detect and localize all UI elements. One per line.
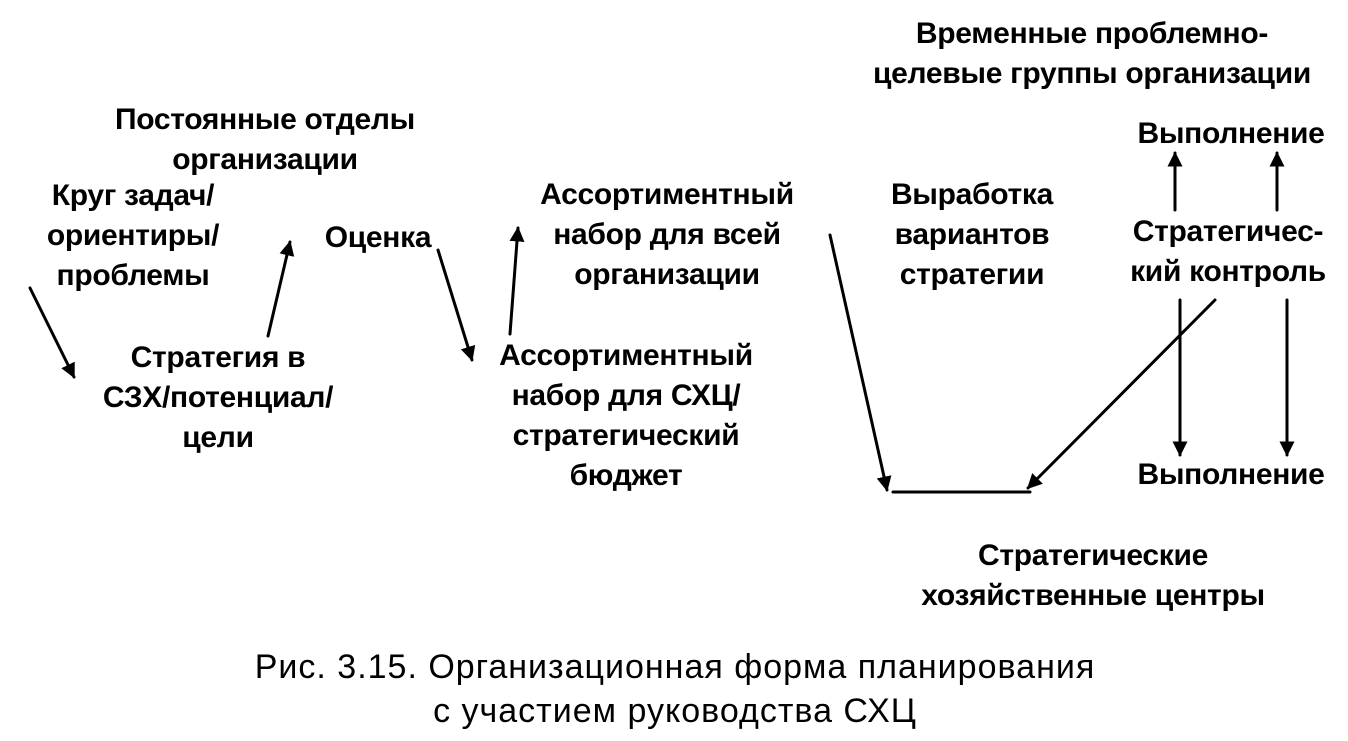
label-task-range: Круг задач/ ориентиры/ проблемы xyxy=(46,179,220,292)
label-assortment-all: Ассортиментный набор для всей организаци… xyxy=(540,178,794,291)
label-strategic-control: Стратегичес- кий контроль xyxy=(1130,215,1326,288)
arrow-tasks-to-strategy xyxy=(28,286,76,379)
label-permanent-departments: Постоянные отделы организации xyxy=(115,103,415,176)
arrow-strategy-to-departments xyxy=(266,240,295,338)
label-execution-top: Выполнение xyxy=(1137,117,1325,150)
label-business-centers: Стратегические хозяйственные центры xyxy=(921,539,1265,612)
arrow-assortment-shc-to-assortment-all xyxy=(508,226,525,336)
arrow-control-to-centers xyxy=(1026,298,1217,490)
arrow-assortment-all-to-centers xyxy=(828,233,892,492)
label-strategy-options: Выработка вариантов стратегии xyxy=(890,178,1054,291)
label-execution-bottom: Выполнение xyxy=(1137,458,1325,491)
arrow-evaluation-to-assortment-shc xyxy=(436,248,476,362)
figure-caption: Рис. 3.15. Организационная форма планиро… xyxy=(254,648,1096,730)
label-temporary-groups: Временные проблемно- целевые группы орга… xyxy=(873,17,1311,90)
label-strategy: Стратегия в СЗХ/потенциал/ цели xyxy=(102,341,334,454)
label-evaluation: Оценка xyxy=(324,221,432,254)
label-assortment-shc: Ассортиментный набор для СХЦ/ стратегиче… xyxy=(499,339,753,492)
